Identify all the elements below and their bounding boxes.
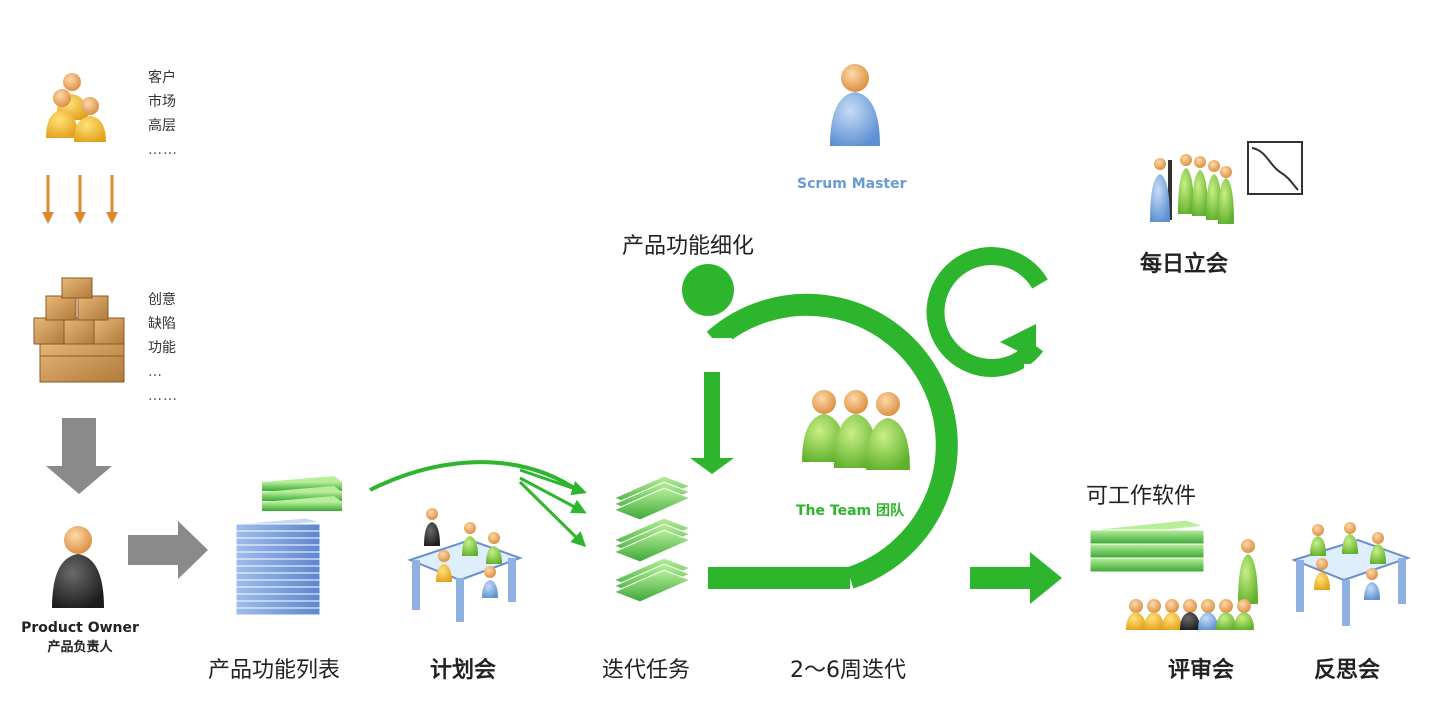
green-cards-icon — [262, 476, 342, 511]
retrospective-icon — [1291, 522, 1412, 626]
working-software-caption: 可工作软件 — [1086, 484, 1197, 509]
team-label: The Team 团队 — [796, 503, 904, 519]
source-ideas-list: 创意 缺陷 功能 … …… — [148, 288, 178, 408]
standup-icon — [1150, 154, 1234, 224]
idea-defects: 缺陷 — [148, 316, 176, 332]
product-owner-zh: 产品负责人 — [47, 640, 113, 655]
boxes-icon — [33, 277, 125, 383]
meeting-table-icon — [407, 508, 523, 622]
source-customer: 客户 — [148, 70, 176, 86]
audience-icon — [1126, 539, 1258, 630]
product-owner-icon — [52, 526, 104, 608]
daily-standup-caption: 每日立会 — [1140, 252, 1229, 277]
review-caption: 评审会 — [1168, 658, 1235, 683]
scrum-master-icon — [830, 64, 880, 146]
software-stack-icon — [1089, 519, 1205, 573]
source-people-list: 客户 市场 高层 …… — [148, 66, 178, 162]
gray-down-arrow — [46, 418, 112, 494]
product-owner-label: Product Owner 产品负责人 — [10, 620, 150, 655]
planning-caption: 计划会 — [430, 658, 497, 683]
source-people-more: …… — [148, 142, 178, 158]
team-icon — [802, 390, 910, 470]
gray-right-arrow — [128, 521, 208, 579]
sprint-cycle — [682, 247, 1064, 604]
burndown-icon — [1247, 141, 1303, 195]
backlog-stack-icon — [235, 517, 321, 616]
retro-caption: 反思会 — [1314, 658, 1381, 683]
idea-more: … — [148, 364, 163, 380]
scrum-master-label: Scrum Master — [797, 176, 907, 192]
idea-ellipsis: …… — [148, 388, 178, 404]
people-group-icon — [46, 73, 106, 142]
product-owner-en: Product Owner — [21, 620, 139, 636]
orange-arrows — [42, 175, 118, 224]
sprint-tasks-caption: 迭代任务 — [602, 658, 691, 683]
refinement-caption: 产品功能细化 — [622, 234, 755, 259]
iteration-caption: 2～6周迭代 — [790, 658, 906, 683]
idea-features: 功能 — [148, 340, 176, 356]
source-executives: 高层 — [148, 118, 176, 134]
planning-curve-arrows — [369, 460, 587, 548]
task-stack-icon — [612, 475, 692, 603]
source-market: 市场 — [148, 94, 176, 110]
idea-creativity: 创意 — [148, 292, 176, 308]
backlog-caption: 产品功能列表 — [208, 658, 341, 683]
